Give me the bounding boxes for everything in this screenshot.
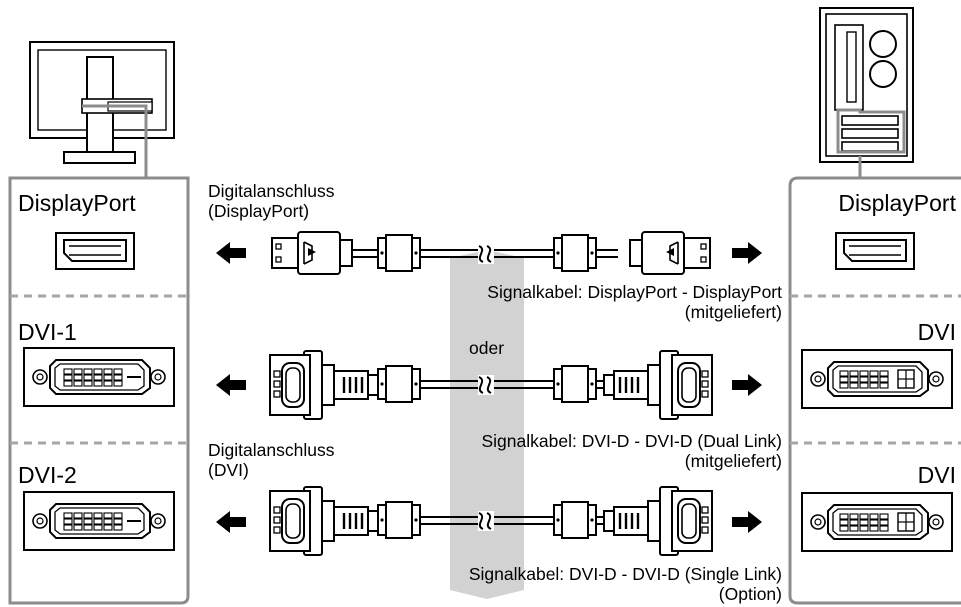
cable-3-name: Signalkabel: DVI-D - DVI-D (Single Link) [468, 564, 782, 584]
arrow-left-icon [216, 511, 246, 533]
cable-1-caption: Signalkabel: DisplayPort - DisplayPort (… [487, 282, 782, 322]
pc-dvi-2-label: DVI [917, 462, 956, 488]
arrow-left-icon [216, 242, 246, 264]
arrow-left-icon [216, 374, 246, 396]
cable-2-note: (mitgeliefert) [684, 450, 782, 471]
digital-displayport-line-2: (DisplayPort) [208, 200, 310, 221]
displayport-socket-icon [55, 232, 135, 270]
monitor-dvi-2-label: DVI-2 [18, 462, 77, 488]
pc-displayport-label: DisplayPort [838, 190, 956, 216]
arrow-right-icon [732, 374, 762, 396]
pc-tower-icon [819, 7, 914, 178]
dvi-2-socket-icon [23, 491, 175, 551]
cable-3-caption: Signalkabel: DVI-D - DVI-D (Single Link)… [468, 564, 782, 604]
pc-displayport-socket-icon [835, 232, 915, 270]
pc-panel [788, 176, 961, 605]
arrow-right-icon [732, 242, 762, 264]
monitor-icon [29, 41, 175, 178]
pc-dvi-socket-icon [801, 349, 953, 409]
displayport-cable-icon [271, 231, 711, 275]
digital-dvi-line-1: Digitalanschluss [208, 440, 335, 460]
monitor-panel [8, 176, 190, 605]
cable-3-note: (Option) [718, 583, 782, 604]
cable-1-note: (mitgeliefert) [684, 301, 782, 322]
cable-2-name: Signalkabel: DVI-D - DVI-D (Dual Link) [481, 431, 782, 451]
monitor-dvi-1-label: DVI-1 [18, 319, 77, 345]
dvi-single-link-cable-icon [268, 485, 714, 557]
digital-dvi-label: Digitalanschluss (DVI) [208, 440, 335, 480]
digital-dvi-line-2: (DVI) [208, 459, 249, 480]
dvi-dual-link-cable-icon [268, 349, 714, 421]
or-highlight-band [450, 250, 524, 599]
monitor-displayport-label: DisplayPort [18, 190, 136, 216]
dvi-1-socket-icon [23, 347, 175, 407]
digital-displayport-line-1: Digitalanschluss [208, 181, 335, 201]
cable-2-caption: Signalkabel: DVI-D - DVI-D (Dual Link) (… [481, 431, 782, 471]
or-label: oder [469, 338, 505, 358]
cable-1-name: Signalkabel: DisplayPort - DisplayPort [487, 282, 782, 302]
pc-dvi-label: DVI [917, 319, 956, 345]
arrow-right-icon [732, 511, 762, 533]
pc-dvi-socket-2-icon [801, 492, 953, 552]
digital-displayport-label: Digitalanschluss (DisplayPort) [208, 181, 335, 221]
